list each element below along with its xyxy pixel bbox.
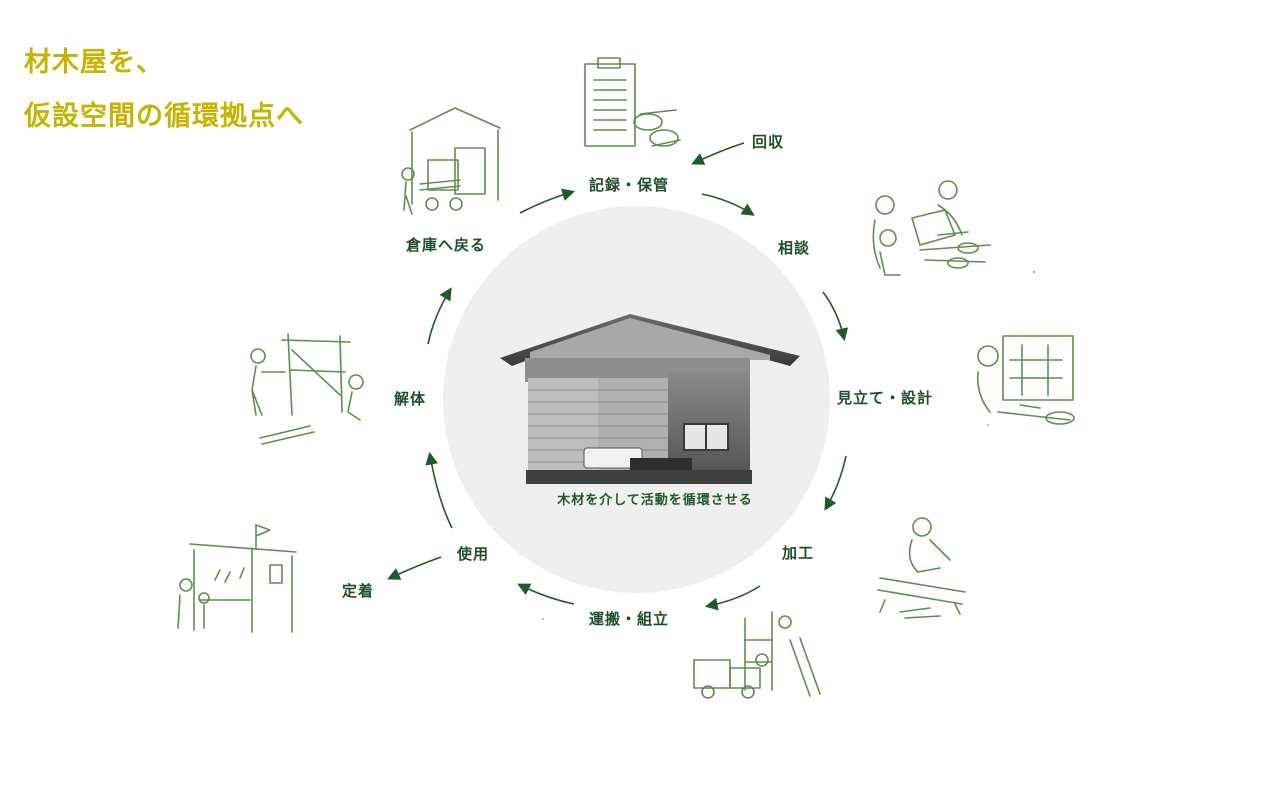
arrow-consult-to-design [822,291,849,342]
arrow-collect-to-record [691,142,745,165]
headline: 材木屋を、 仮設空間の循環拠点へ [24,36,304,144]
step-process-label: 加工 [782,544,815,562]
arrow-return-to-record [519,188,576,214]
arrow-dismantle-to-return [427,287,452,345]
record-document-sketch [584,57,681,147]
step-design-label: 見立て・設計 [837,389,934,407]
step-collect-label: 回収 [752,133,785,151]
transport-sketch [693,611,821,699]
step-consult-label: 相談 [778,239,811,257]
step-transport-label: 運搬・組立 [589,610,670,628]
step-return-label: 倉庫へ戻る [406,236,487,254]
woodwork-sketch [877,517,966,619]
market-stall-sketch [177,524,297,633]
step-record-label: 記録・保管 [589,176,670,194]
design-sketch [976,335,1075,425]
arrow-transport-to-use [517,583,575,605]
arrow-record-to-consult [701,193,755,216]
dismantle-sketch [250,333,364,445]
step-use-label: 使用 [457,545,490,563]
headline-line-1: 材木屋を、 [24,47,164,78]
warehouse-return-sketch [401,107,501,215]
arrow-use-to-settle [387,556,442,580]
arrow-design-to-process [824,455,847,511]
arrow-dismantle-to-use-side [425,451,453,529]
center-caption: 木材を介して活動を循環させる [557,493,753,508]
step-settle-label: 定着 [342,582,375,600]
headline-line-2: 仮設空間の循環拠点へ [24,101,304,132]
arrow-process-to-transport [704,585,761,611]
consultation-sketch [872,180,991,276]
step-dismantle-label: 解体 [394,390,427,408]
